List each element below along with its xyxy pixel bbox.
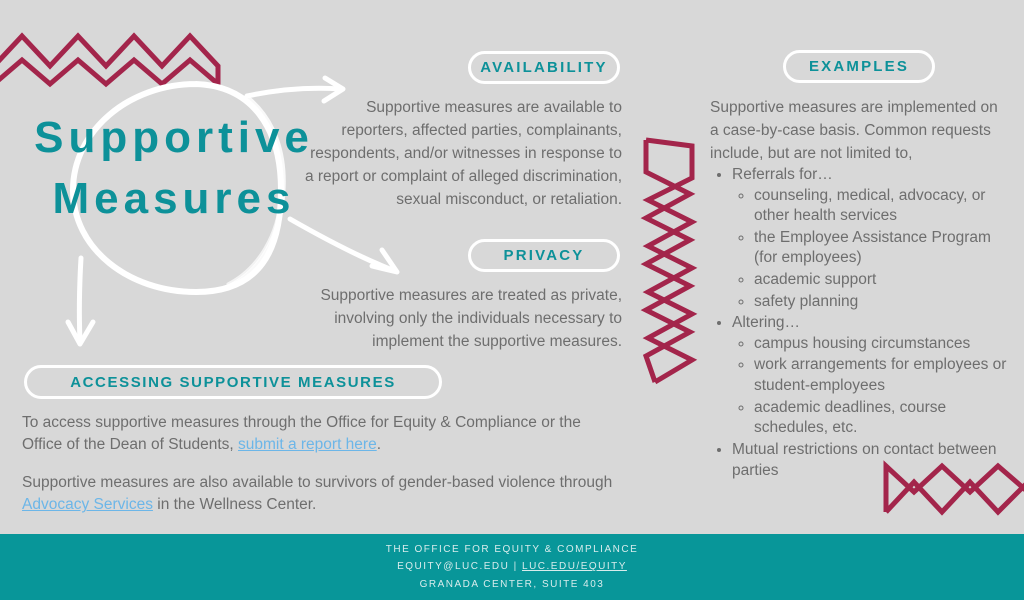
footer-address: GRANADA CENTER, SUITE 403 xyxy=(419,578,605,590)
examples-list-item: Mutual restrictions on contact between p… xyxy=(732,440,1015,481)
examples-sublist-item: academic support xyxy=(754,270,1015,291)
footer-office-name: THE OFFICE FOR EQUITY & COMPLIANCE xyxy=(385,543,639,555)
page-title-line-2: Measures xyxy=(52,173,296,223)
examples-list: Referrals for… counseling, medical, advoc… xyxy=(710,165,1015,482)
footer-contact-line: EQUITY@LUC.EDU | LUC.EDU/EQUITY xyxy=(397,558,627,576)
page-title-line-1: Supportive xyxy=(34,113,314,162)
accessing-paragraph-1-text-after: . xyxy=(376,436,382,454)
examples-sublist-item: the Employee Assistance Program (for emp… xyxy=(754,228,1015,269)
examples-sublist-item: campus housing circumstances xyxy=(754,334,1015,355)
examples-list-item: Referrals for… counseling, medical, advoc… xyxy=(732,165,1015,312)
availability-body-text: Supportive measures are available to rep… xyxy=(304,99,622,208)
accessing-paragraph-2: Supportive measures are also available t… xyxy=(22,472,622,517)
examples-list-item-label: Referrals for… xyxy=(732,166,833,183)
examples-list-item-label: Mutual restrictions on contact between p… xyxy=(732,440,997,479)
footer-email-text: EQUITY@LUC.EDU | xyxy=(397,561,523,573)
examples-sublist: campus housing circumstanceswork arrange… xyxy=(732,334,1015,439)
accessing-paragraph-2-text-before: Supportive measures are also available t… xyxy=(22,474,613,491)
page-title-text: Supportive Measures xyxy=(24,108,324,229)
zigzag-top-left-icon xyxy=(0,32,221,90)
privacy-body-text: Supportive measures are treated as priva… xyxy=(320,287,622,350)
section-heading-availability: AVAILABILITY xyxy=(468,51,620,84)
accessing-paragraph-1-text-before: To access supportive measures through th… xyxy=(22,414,581,454)
page-title: Supportive Measures xyxy=(24,78,324,288)
section-heading-examples: EXAMPLES xyxy=(783,50,935,83)
examples-sublist-item: counseling, medical, advocacy, or other … xyxy=(754,186,1015,227)
examples-list-item: Altering… campus housing circumstanceswor… xyxy=(732,313,1015,439)
zigzag-middle-icon xyxy=(640,137,698,385)
accessing-paragraph-2-text-after: in the Wellness Center. xyxy=(152,496,317,514)
examples-sublist-item: work arrangements for employees or stude… xyxy=(754,355,1015,396)
section-heading-accessing-supportive-measures: ACCESSING SUPPORTIVE MEASURES xyxy=(24,365,442,399)
footer-bar: THE OFFICE FOR EQUITY & COMPLIANCE EQUIT… xyxy=(0,534,1024,600)
examples-intro-text: Supportive measures are implemented on a… xyxy=(710,99,998,162)
footer-website-link[interactable]: LUC.EDU/EQUITY xyxy=(522,561,627,573)
examples-list-item-label: Altering… xyxy=(732,314,801,332)
examples-list-root: Referrals for… counseling, medical, advoc… xyxy=(710,165,1015,481)
advocacy-services-link[interactable]: Advocacy Services xyxy=(22,496,153,514)
section-heading-privacy: PRIVACY xyxy=(468,239,620,272)
examples-sublist-item: safety planning xyxy=(754,292,1015,313)
accessing-paragraph-1: To access supportive measures through th… xyxy=(22,412,622,457)
submit-a-report-here-link[interactable]: submit a report here xyxy=(238,436,377,454)
examples-sublist: counseling, medical, advocacy, or other … xyxy=(732,186,1015,313)
examples-sublist-item: academic deadlines, course schedules, et… xyxy=(754,398,1015,439)
